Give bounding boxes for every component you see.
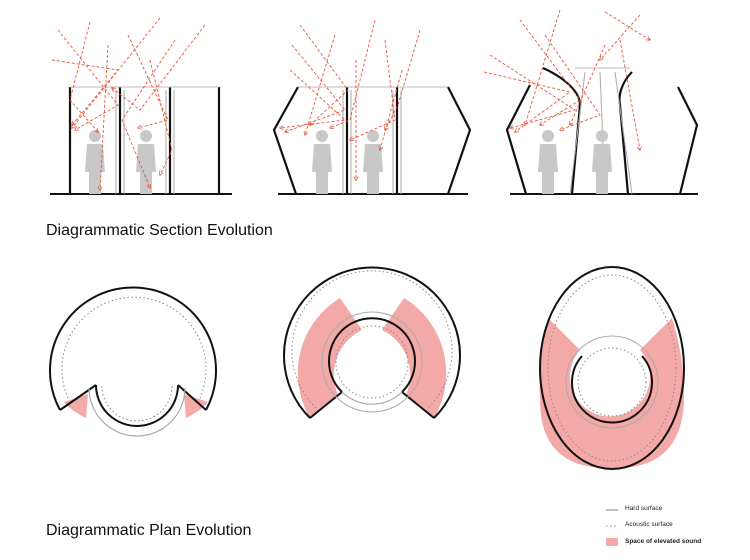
plan-diagram-2 <box>283 266 461 419</box>
plan-diagram-1 <box>49 286 217 437</box>
section-diagram-2 <box>272 19 472 195</box>
legend-acoustic-surface-label: Acoustic surface <box>625 521 673 528</box>
plan-heading: Diagrammatic Plan Evolution <box>46 522 252 539</box>
legend-hard-surface-label: Hard surface <box>625 505 663 512</box>
section-diagram-3 <box>483 9 699 195</box>
legend-elevated-sound-swatch <box>606 538 618 546</box>
section-heading: Diagrammatic Section Evolution <box>46 222 273 239</box>
section-diagram-1 <box>50 17 232 195</box>
legend-elevated-sound-label: Space of elevated sound <box>625 538 702 545</box>
legend <box>606 509 618 546</box>
plan-diagram-3 <box>539 266 685 470</box>
